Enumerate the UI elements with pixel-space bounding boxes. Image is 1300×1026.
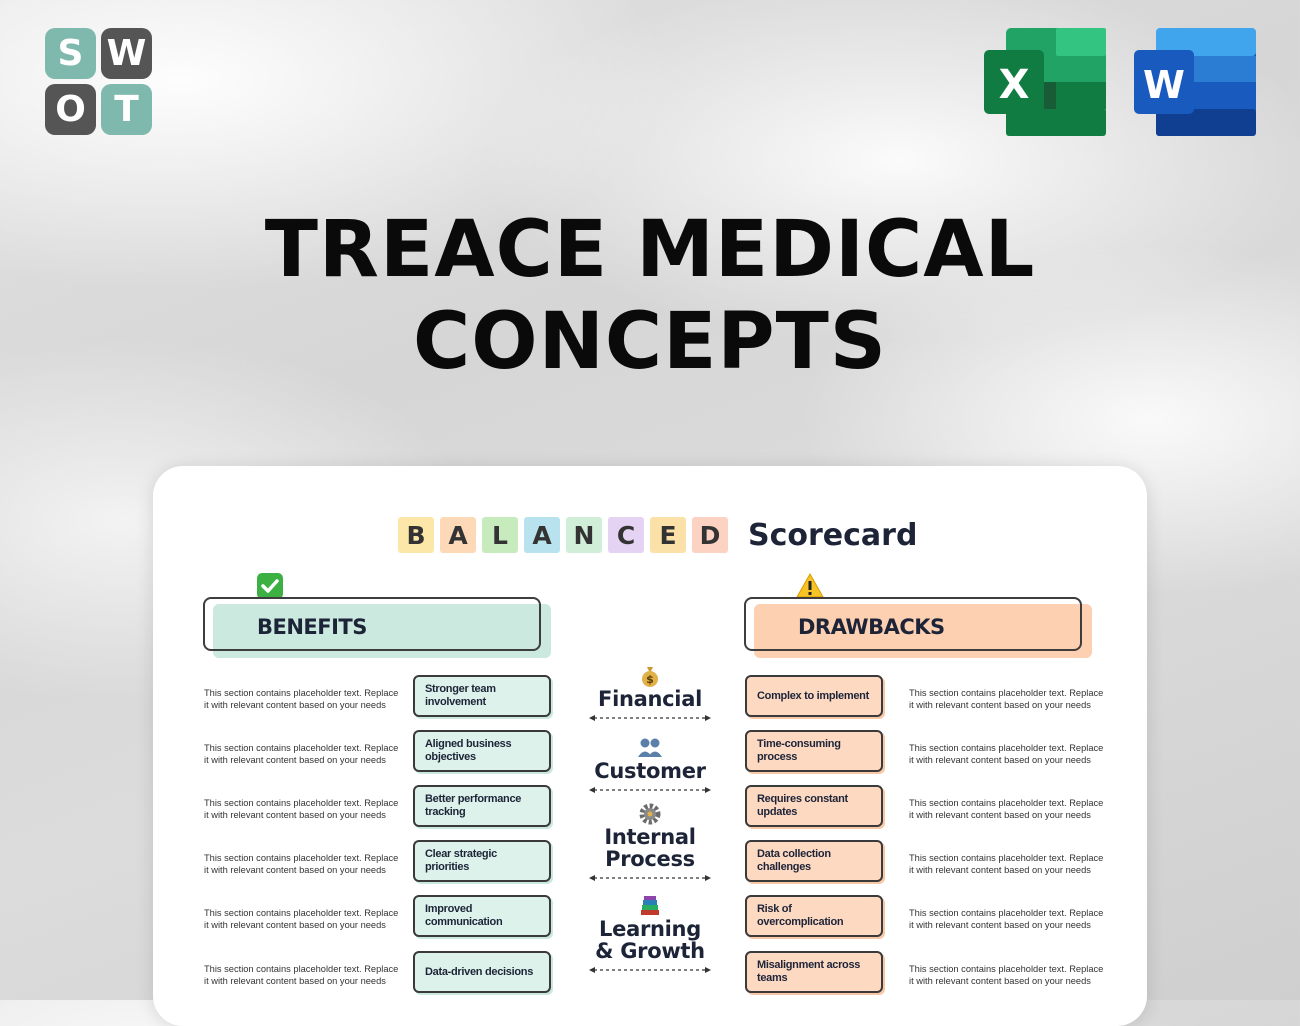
perspective-customer: Customer [585, 736, 715, 794]
svg-text:W: W [1143, 63, 1185, 107]
heading-letter: N [566, 517, 602, 553]
benefits-header: BENEFITS [203, 597, 551, 658]
balanced-scorecard-heading: B A L A N C E D Scorecard [398, 516, 917, 554]
svg-text:X: X [999, 62, 1030, 108]
drawback-description: This section contains placeholder text. … [909, 853, 1104, 875]
benefit-description: This section contains placeholder text. … [204, 853, 399, 875]
dashed-arrow [589, 786, 711, 794]
excel-icon: X [984, 28, 1106, 136]
drawback-description: This section contains placeholder text. … [909, 688, 1104, 710]
people-icon [585, 736, 715, 760]
swot-tile-o: O [45, 84, 96, 135]
benefit-description: This section contains placeholder text. … [204, 964, 399, 986]
benefit-item: Data-driven decisions [413, 951, 551, 993]
swot-tile-t: T [101, 84, 152, 135]
heading-letter: B [398, 517, 434, 553]
swot-logo: S W O T [45, 28, 153, 136]
heading-letter: A [440, 517, 476, 553]
heading-letter: D [692, 517, 728, 553]
drawback-description: This section contains placeholder text. … [909, 798, 1104, 820]
drawbacks-header: DRAWBACKS [744, 597, 1092, 658]
svg-text:$: $ [646, 673, 654, 686]
benefit-item: Improved communication [413, 895, 551, 937]
drawback-item: Time-consuming process [745, 730, 883, 772]
swot-tile-s: S [45, 28, 96, 79]
heading-letter: C [608, 517, 644, 553]
perspective-financial: $ Financial [585, 664, 715, 722]
drawback-description: This section contains placeholder text. … [909, 743, 1104, 765]
swot-tile-w: W [101, 28, 152, 79]
benefits-label: BENEFITS [257, 615, 367, 639]
drawbacks-header-frame [744, 597, 1082, 651]
perspective-name: Financial [598, 687, 702, 711]
drawback-item: Requires constant updates [745, 785, 883, 827]
benefit-description: This section contains placeholder text. … [204, 743, 399, 765]
benefit-item: Clear strategic priorities [413, 840, 551, 882]
benefits-header-frame [203, 597, 541, 651]
heading-scorecard-word: Scorecard [748, 517, 918, 553]
benefit-description: This section contains placeholder text. … [204, 908, 399, 930]
heading-letter: A [524, 517, 560, 553]
dashed-arrow [589, 966, 711, 974]
benefit-description: This section contains placeholder text. … [204, 688, 399, 710]
perspective-learning-growth: Learning & Growth [585, 894, 715, 974]
warning-icon [796, 572, 824, 600]
dashed-arrow [589, 714, 711, 722]
drawback-item: Risk of overcomplication [745, 895, 883, 937]
drawback-description: This section contains placeholder text. … [909, 964, 1104, 986]
dashed-arrow [589, 874, 711, 882]
check-mark-icon [256, 572, 284, 600]
perspective-name: Learning & Growth [595, 917, 705, 963]
drawback-description: This section contains placeholder text. … [909, 908, 1104, 930]
word-icon: W [1134, 28, 1256, 136]
benefit-item: Aligned business objectives [413, 730, 551, 772]
page-title: TREACE MEDICAL CONCEPTS [150, 204, 1150, 388]
perspective-name: Customer [594, 759, 706, 783]
heading-letter: L [482, 517, 518, 553]
drawback-item: Complex to implement [745, 675, 883, 717]
benefit-description: This section contains placeholder text. … [204, 798, 399, 820]
gear-icon [585, 802, 715, 826]
benefit-item: Better performance tracking [413, 785, 551, 827]
money-bag-icon: $ [585, 664, 715, 688]
heading-letter: E [650, 517, 686, 553]
books-icon [585, 894, 715, 918]
title-line-1: TREACE MEDICAL [264, 205, 1036, 295]
title-line-2: CONCEPTS [413, 297, 887, 387]
perspective-internal-process: Internal Process [585, 802, 715, 882]
perspective-name: Internal Process [604, 825, 696, 871]
drawback-item: Misalignment across teams [745, 951, 883, 993]
drawback-item: Data collection challenges [745, 840, 883, 882]
benefit-item: Stronger team involvement [413, 675, 551, 717]
drawbacks-label: DRAWBACKS [798, 615, 945, 639]
scorecard-card [153, 466, 1147, 1026]
